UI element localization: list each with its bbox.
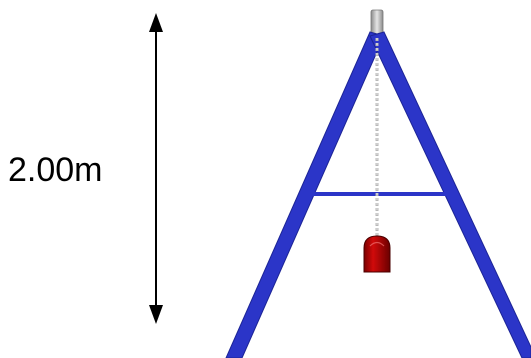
arrow-head-top xyxy=(149,13,163,32)
hanging-weight xyxy=(363,235,391,273)
cross-bar xyxy=(306,192,456,196)
height-dimension-arrow xyxy=(149,13,163,324)
top-post xyxy=(370,9,384,37)
arrow-head-bottom xyxy=(149,305,163,324)
height-label: 2.00m xyxy=(8,151,103,189)
a-frame xyxy=(225,31,531,358)
